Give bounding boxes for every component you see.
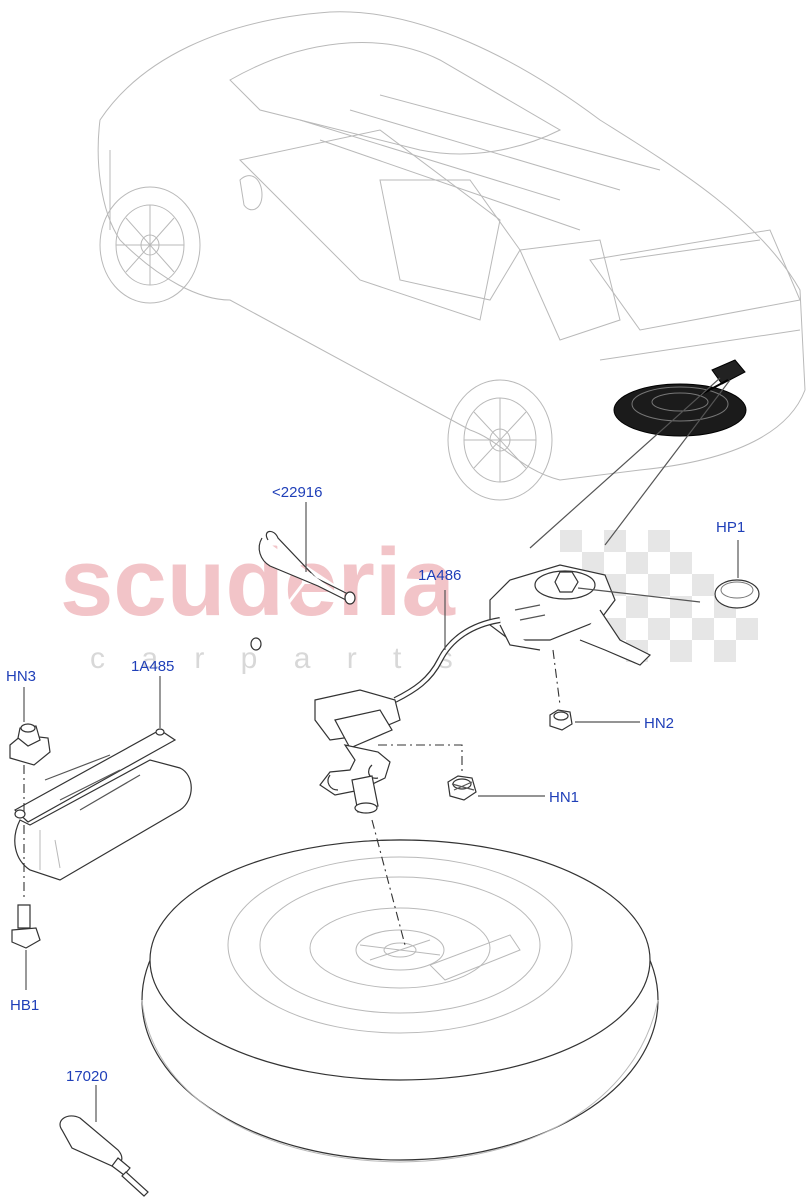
watermark-main: scuderia <box>60 529 455 636</box>
callout-17020: 17020 <box>66 1068 108 1085</box>
jack-bracket-part <box>13 728 192 881</box>
callout-hb1: HB1 <box>10 997 39 1014</box>
watermark-sub: c a r p a r t s <box>90 642 467 675</box>
watermark: scuderia c a r p a r t s <box>60 529 758 675</box>
hp1-plug-part <box>577 579 760 609</box>
callout-hn3: HN3 <box>6 668 36 685</box>
callout-hp1: HP1 <box>716 519 745 536</box>
callout-hn1: HN1 <box>549 789 579 806</box>
tool-17020-part <box>59 1115 149 1197</box>
spare-wheel-location <box>613 359 747 437</box>
hb1-bolt-part <box>11 825 41 949</box>
callout-labels: <22916 1A486 HP1 HN3 1A485 HN2 HN1 HB1 1… <box>6 484 745 1085</box>
callout-1A486: 1A486 <box>418 567 461 584</box>
detail-leader <box>529 377 731 549</box>
callout-hn2: HN2 <box>644 715 674 732</box>
hn2-nut-part <box>549 649 573 731</box>
hn1-nut-part <box>378 744 477 801</box>
vehicle-outline <box>97 11 806 501</box>
jack-handle-part <box>250 530 356 651</box>
callout-leaders <box>23 502 739 1122</box>
callout-22916: <22916 <box>272 484 322 501</box>
spare-tire <box>141 819 659 1163</box>
spare-wheel-winch <box>314 564 652 814</box>
hn3-nut-part <box>9 723 51 812</box>
callout-1A485: 1A485 <box>131 658 174 675</box>
